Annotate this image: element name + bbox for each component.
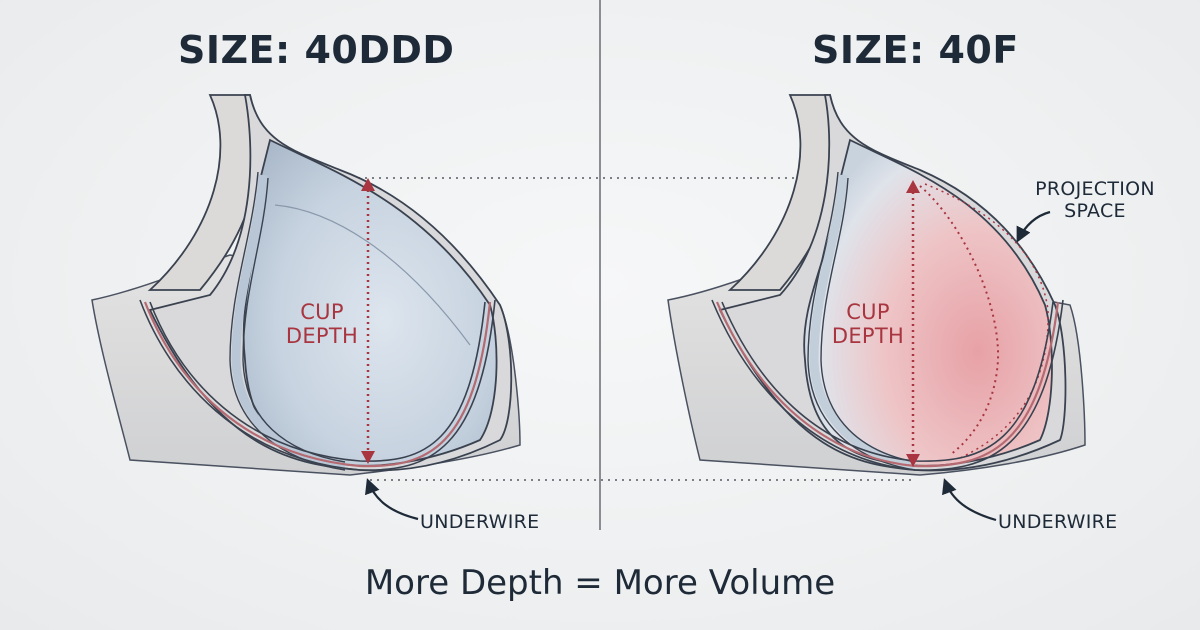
depth-arrow-up-icon <box>906 180 920 193</box>
left-underwire-label: UNDERWIRE <box>420 511 540 533</box>
cup-depth-line2: DEPTH <box>285 324 359 348</box>
projection-pointer-icon <box>1016 210 1051 243</box>
right-underwire-label: UNDERWIRE <box>998 511 1118 533</box>
cup-depth-line2: DEPTH <box>831 324 905 348</box>
left-size-title: SIZE: 40DDD <box>178 28 455 72</box>
underwire-pointer-icon <box>942 478 997 522</box>
underwire-pointer-icon <box>365 478 419 521</box>
cup-depth-line1: CUP <box>846 300 890 324</box>
cup-depth-line1: CUP <box>300 300 344 324</box>
depth-arrow-down-icon <box>906 454 920 467</box>
projection-line2: SPACE <box>1064 200 1126 222</box>
left-cup-depth-label: CUP DEPTH <box>282 300 362 348</box>
projection-space-label: PROJECTION SPACE <box>1020 178 1170 222</box>
right-cup-depth-label: CUP DEPTH <box>828 300 908 348</box>
depth-arrow-down-icon <box>361 451 375 464</box>
right-bra-illustration <box>667 94 1086 522</box>
projection-line1: PROJECTION <box>1035 178 1155 200</box>
depth-arrow-up-icon <box>361 178 375 191</box>
left-bra-illustration <box>91 94 521 521</box>
right-size-title: SIZE: 40F <box>812 28 1019 72</box>
caption: More Depth = More Volume <box>364 563 836 603</box>
